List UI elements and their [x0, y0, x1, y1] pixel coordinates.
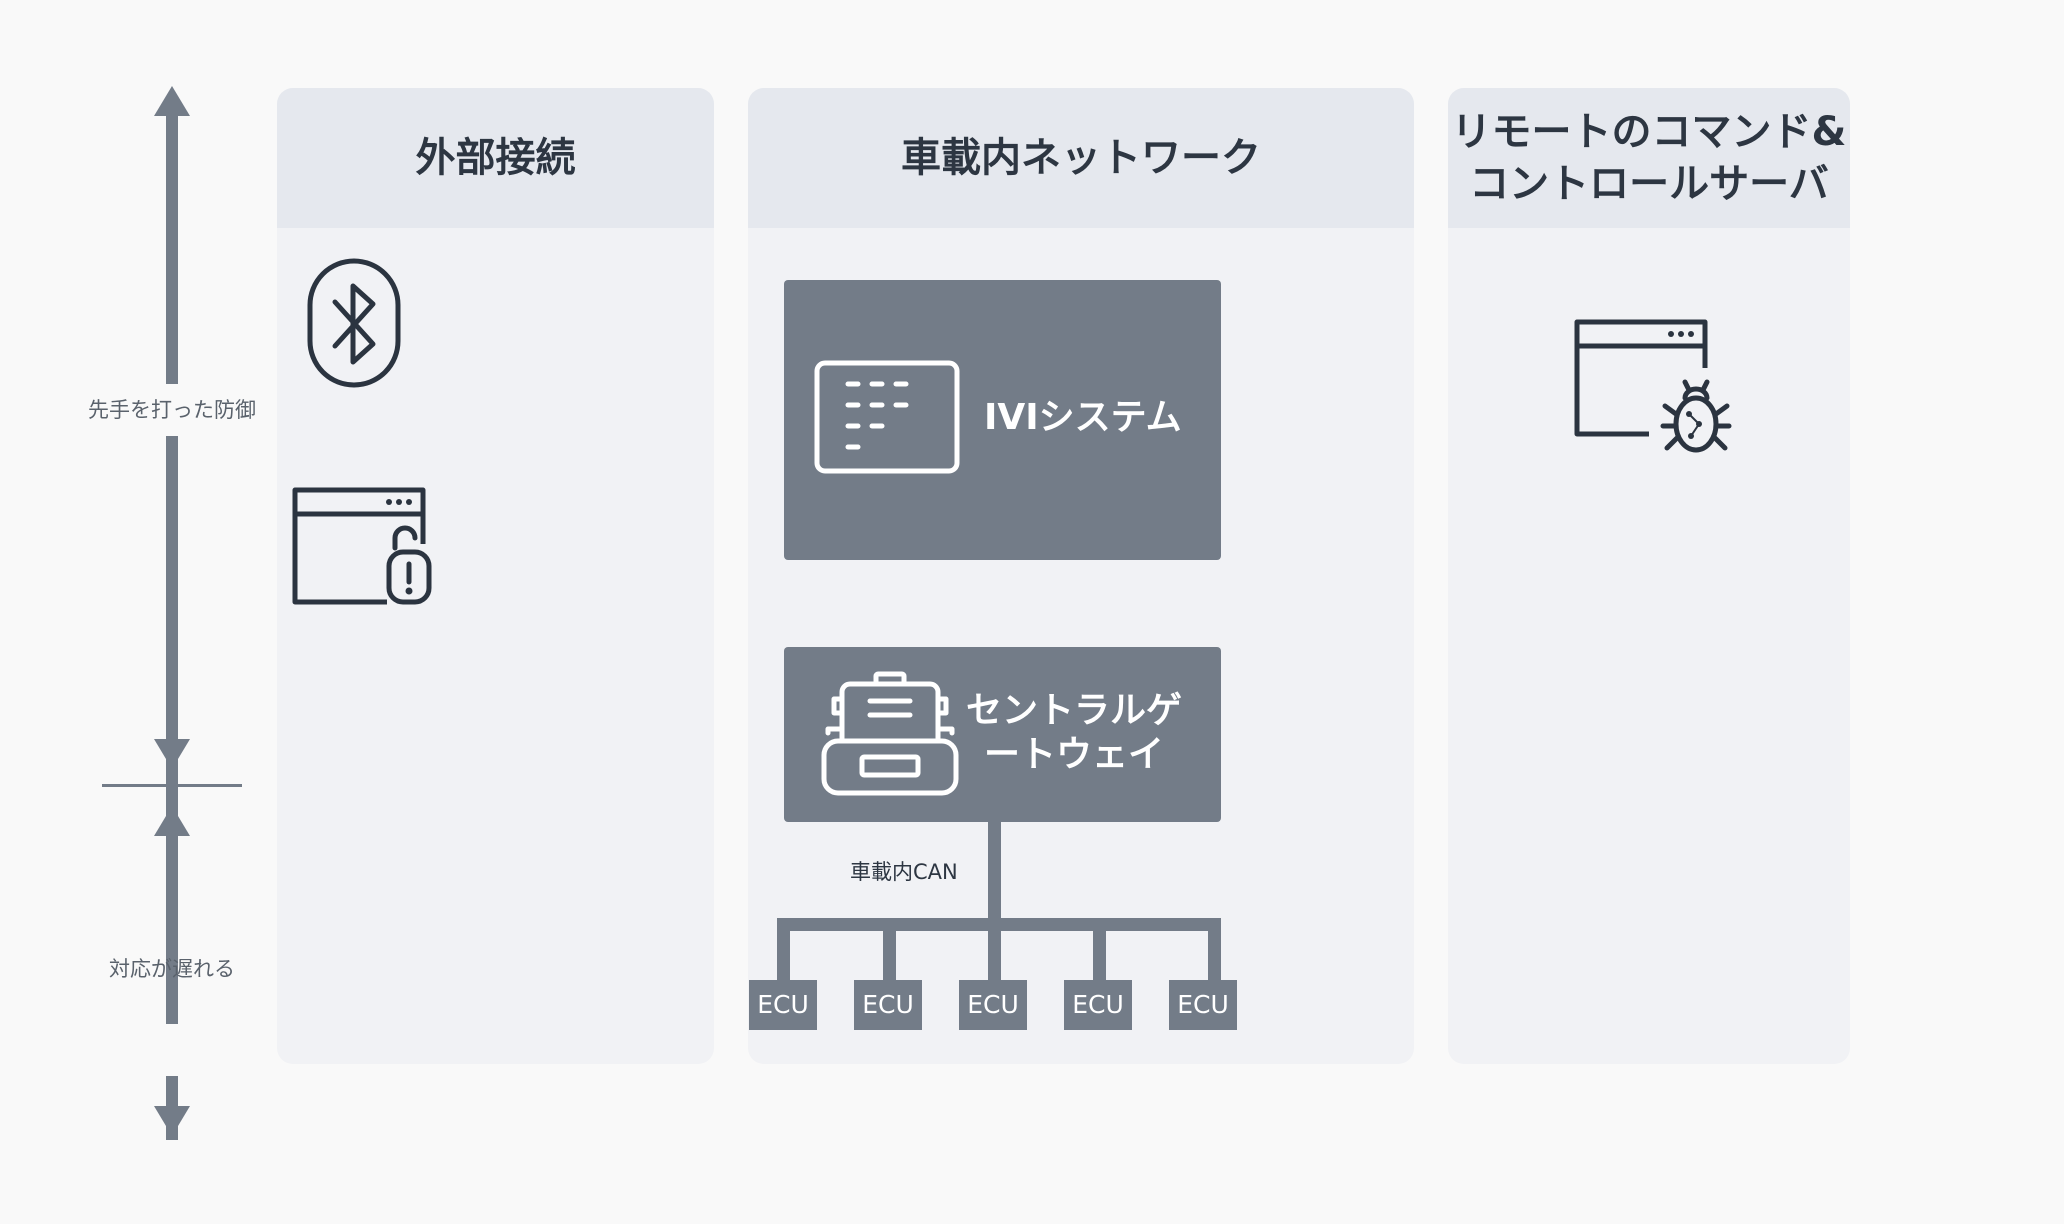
side-axis: [102, 86, 242, 1140]
ivi-system-box: IVIシステム: [784, 280, 1221, 560]
proactive-defense-label: 先手を打った防御: [88, 398, 256, 422]
remote-cc-title-line1: リモートのコマンド&: [1451, 109, 1847, 155]
delayed-response-label: 対応が遅れる: [109, 957, 235, 981]
gateway-device-icon: [821, 671, 959, 796]
can-drop-4: [1093, 918, 1106, 980]
can-bus-lines: [777, 820, 1221, 980]
down-arrowhead-bottom: [154, 1106, 190, 1136]
bluetooth-icon: [307, 258, 401, 388]
in-vehicle-network-header: 車載内ネットワーク: [748, 88, 1414, 228]
axis-divider: [102, 784, 242, 787]
remote-cc-server-header: リモートのコマンド& コントロールサーバ: [1448, 88, 1850, 228]
can-bus-label: 車載内CAN: [850, 860, 958, 884]
browser-unlock-icon: [292, 487, 432, 605]
can-drop-3: [988, 918, 1001, 980]
can-drop-2: [883, 918, 896, 980]
external-connection-column: 外部接続: [277, 88, 714, 1064]
up-arrowhead-top: [154, 86, 190, 116]
down-arrowhead-middle: [154, 739, 190, 769]
external-connection-title: 外部接続: [415, 135, 576, 181]
arrow-shaft-top-lower: [166, 436, 178, 821]
in-vehicle-network-column: 車載内ネットワーク: [748, 88, 1414, 1064]
in-vehicle-network-title: 車載内ネットワーク: [901, 135, 1261, 181]
remote-cc-server-column: リモートのコマンド& コントロールサーバ: [1448, 88, 1850, 1064]
can-drop-1: [777, 918, 790, 980]
arrow-shaft-top-upper: [166, 114, 178, 384]
arrow-shaft-bottom-upper: [166, 834, 178, 1024]
browser-bug-icon: [1574, 319, 1732, 453]
central-gateway-label: セントラルゲ ートウェイ: [965, 690, 1182, 775]
ecu-box: ECU: [749, 980, 817, 1030]
ecu-box: ECU: [1169, 980, 1237, 1030]
external-connection-header: 外部接続: [277, 88, 714, 228]
up-arrowhead-lower: [154, 806, 190, 836]
ecu-box: ECU: [854, 980, 922, 1030]
central-gateway-box: セントラルゲ ートウェイ: [784, 647, 1221, 822]
ivi-system-label: IVIシステム: [984, 397, 1182, 438]
ecu-box: ECU: [1064, 980, 1132, 1030]
can-trunk-line: [988, 820, 1001, 924]
remote-cc-title-line2: コントロールサーバ: [1469, 161, 1829, 207]
display-panel-icon: [814, 360, 960, 474]
ecu-box: ECU: [959, 980, 1027, 1030]
can-drop-5: [1208, 918, 1221, 980]
